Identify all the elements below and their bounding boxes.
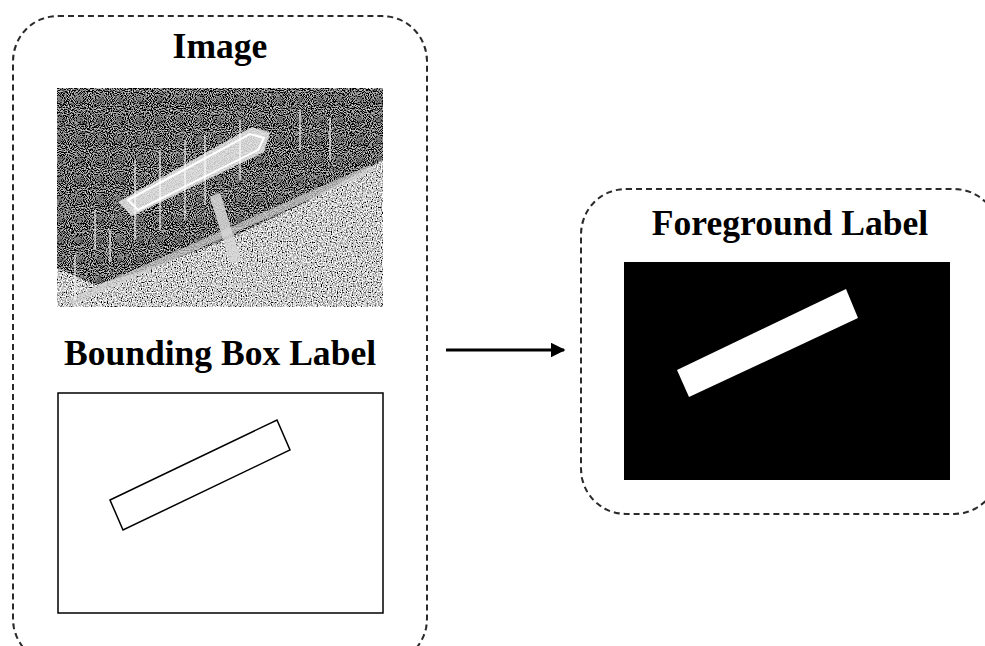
sar-background (57, 88, 383, 307)
sar-streaks (75, 110, 330, 300)
sar-shoreline (70, 168, 372, 302)
panel-heading: Bounding Box Label (14, 332, 426, 375)
sar-shore (57, 88, 383, 307)
sar-image (57, 88, 383, 307)
foreground-panel (624, 262, 950, 480)
foreground-mask (677, 289, 858, 397)
sar-pier (215, 195, 236, 262)
dashed-group-box: Foreground Label (580, 188, 985, 515)
arrow-connector (446, 349, 564, 352)
panel-frame (58, 393, 383, 613)
sar-speckle (57, 88, 383, 307)
panel-heading: Foreground Label (582, 202, 985, 245)
sar-ship-outline (128, 134, 264, 210)
panel-heading: Image (14, 25, 426, 68)
foreground-background (624, 262, 950, 480)
sar-ship (118, 127, 270, 216)
bounding-box-panel (58, 393, 383, 613)
dashed-group-box: ImageBounding Box Label (12, 15, 428, 646)
bounding-box (110, 420, 290, 530)
